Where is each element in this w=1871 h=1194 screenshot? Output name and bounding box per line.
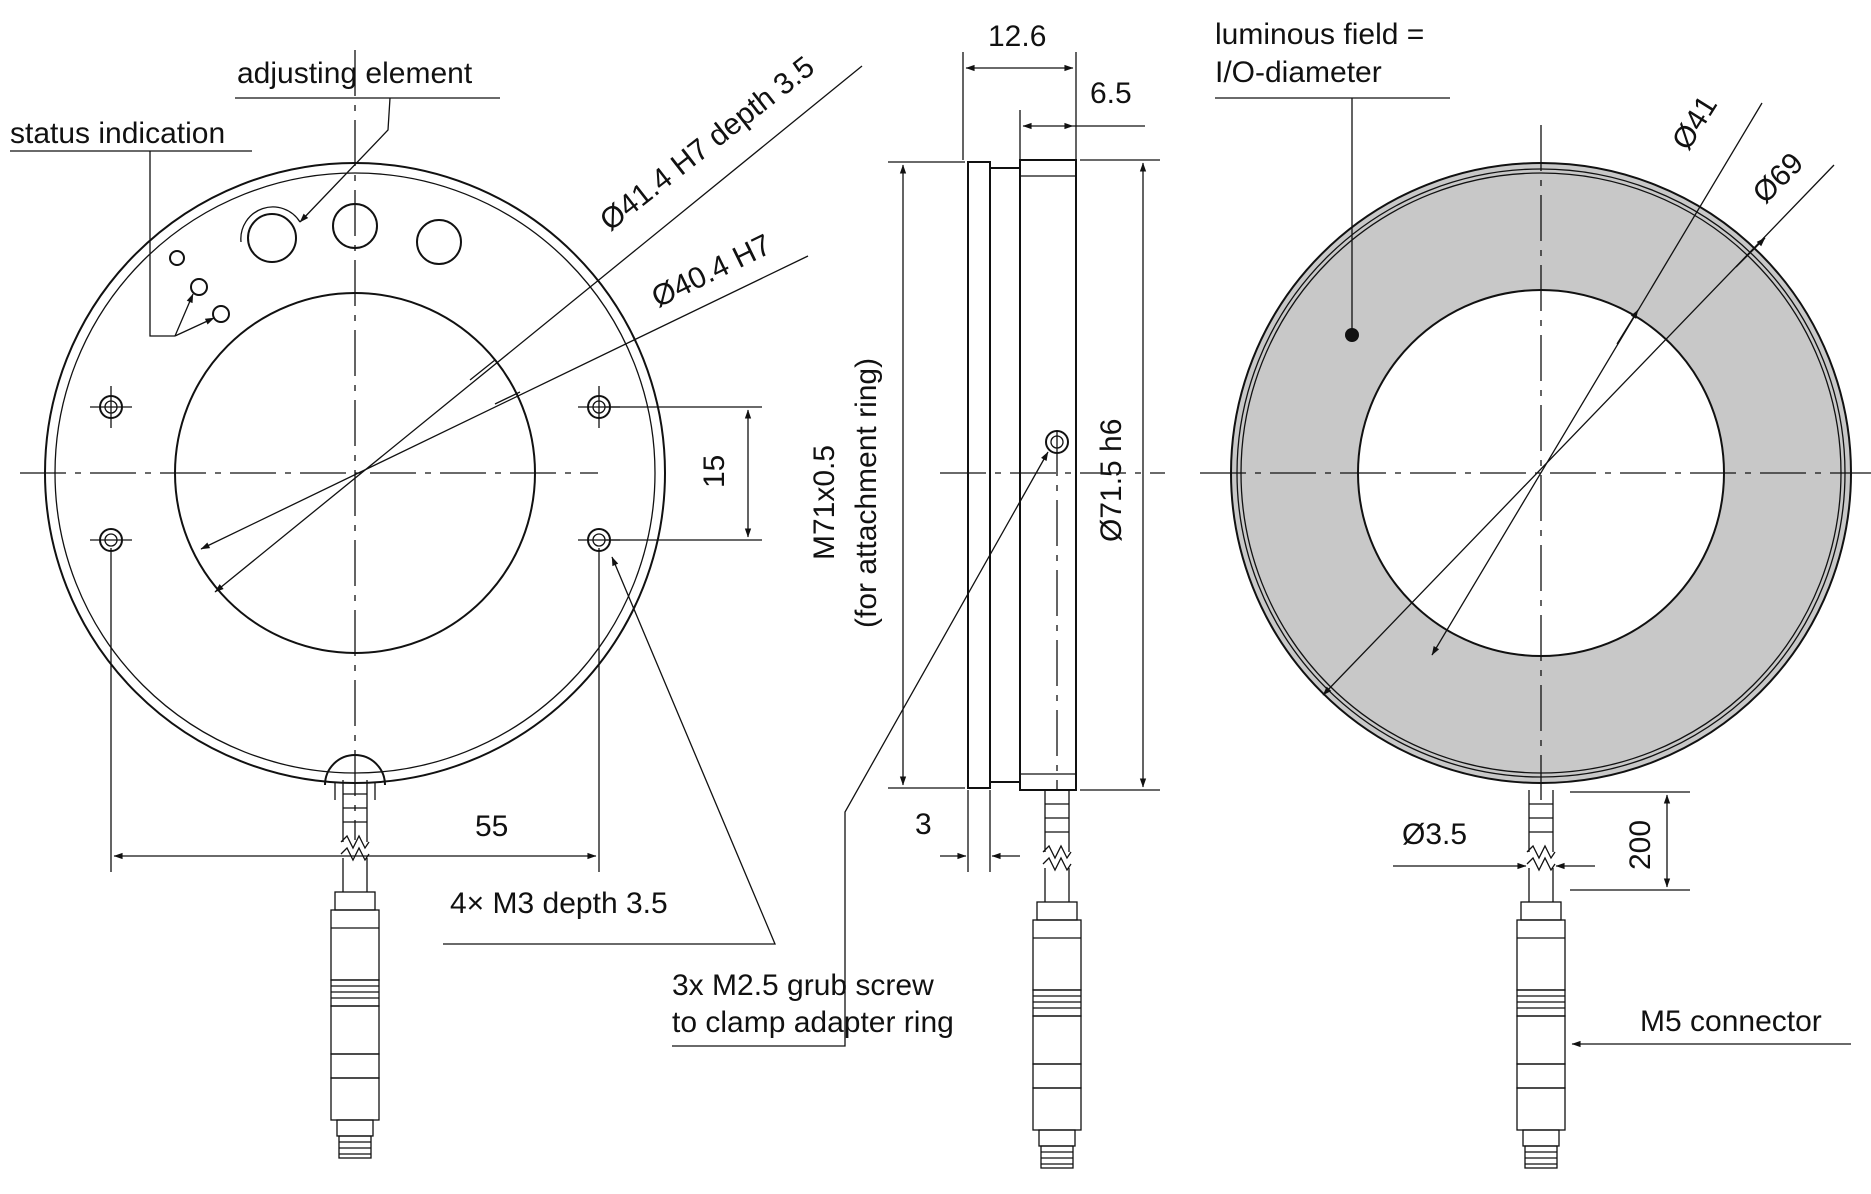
label-hole-spacing-vertical: 15	[698, 455, 731, 488]
label-ring-width: 3	[915, 808, 932, 841]
front-view	[10, 50, 863, 1159]
label-inner-diameter: Ø40.4 H7	[647, 228, 777, 314]
label-grub-screw-note: to clamp adapter ring	[672, 1006, 954, 1039]
label-bore-diameter: Ø41.4 H7 depth 3.5	[594, 50, 821, 237]
side-view	[672, 52, 1165, 1169]
label-connector: M5 connector	[1640, 1005, 1822, 1038]
label-status-indication: status indication	[10, 117, 225, 150]
label-front-width: 6.5	[1090, 77, 1132, 110]
label-thread-note: (for attachment ring)	[850, 358, 883, 628]
label-cable-diameter: Ø3.5	[1402, 818, 1467, 851]
label-luminous-field: luminous field =	[1215, 18, 1424, 51]
label-hole-spacing-horizontal: 55	[475, 810, 508, 843]
label-io-diameter: I/O-diameter	[1215, 56, 1382, 89]
label-inner-field-diameter: Ø41	[1666, 90, 1724, 156]
emitting-view	[1200, 97, 1871, 1169]
label-outer-diameter: Ø71.5 h6	[1095, 419, 1128, 542]
label-thread: M71x0.5	[808, 445, 841, 560]
label-cable-length: 200	[1624, 820, 1657, 870]
label-adjusting-element: adjusting element	[237, 57, 473, 90]
label-total-width: 12.6	[988, 20, 1046, 53]
label-grub-screw: 3x M2.5 grub screw	[672, 969, 934, 1002]
label-mount-holes: 4× M3 depth 3.5	[450, 887, 668, 920]
